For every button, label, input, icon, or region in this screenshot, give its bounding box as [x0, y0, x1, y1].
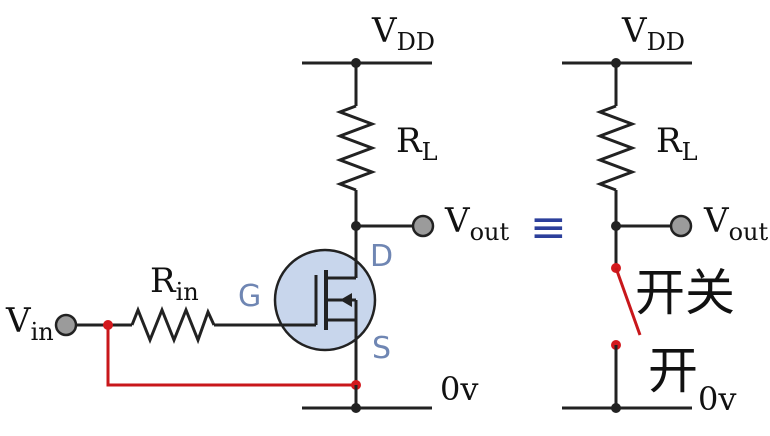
left-rl-label: RL — [396, 121, 438, 166]
left-gnd-node — [351, 403, 361, 413]
right-vout-terminal — [669, 214, 693, 238]
left-red-node-vin — [103, 320, 113, 330]
mosfet-arrow — [340, 293, 352, 307]
rin-resistor — [130, 305, 216, 345]
left-vout-terminal — [411, 214, 435, 238]
right-gnd-node — [611, 403, 621, 413]
equivalence-symbol: ≡ — [530, 202, 567, 253]
switch-label-2: 开 — [648, 342, 698, 400]
source-label: S — [372, 331, 391, 366]
switch-blade — [614, 267, 642, 336]
left-vout-label: Vout — [444, 201, 509, 246]
left-ground-label: 0v — [440, 370, 478, 408]
right-rl-resistor — [595, 104, 637, 192]
switch-label-1: 开关 — [635, 264, 735, 322]
left-rl-resistor — [335, 104, 377, 192]
right-ground-label: 0v — [698, 380, 736, 418]
left-vdd-label: VDD — [371, 11, 435, 56]
vin-label: Vin — [5, 301, 54, 346]
right-vdd-label: VDD — [621, 11, 685, 56]
rin-label: Rin — [150, 261, 199, 306]
right-rl-label: RL — [656, 121, 698, 166]
left-circuit: VDD RL Vout G D S Vin Rin — [5, 11, 509, 413]
left-red-wire — [106, 325, 356, 387]
right-vout-label: Vout — [703, 201, 768, 246]
right-circuit: VDD RL Vout 开关 开 0v — [562, 11, 768, 418]
vin-terminal — [54, 313, 78, 337]
gate-label: G — [238, 279, 261, 314]
drain-label: D — [370, 239, 393, 274]
